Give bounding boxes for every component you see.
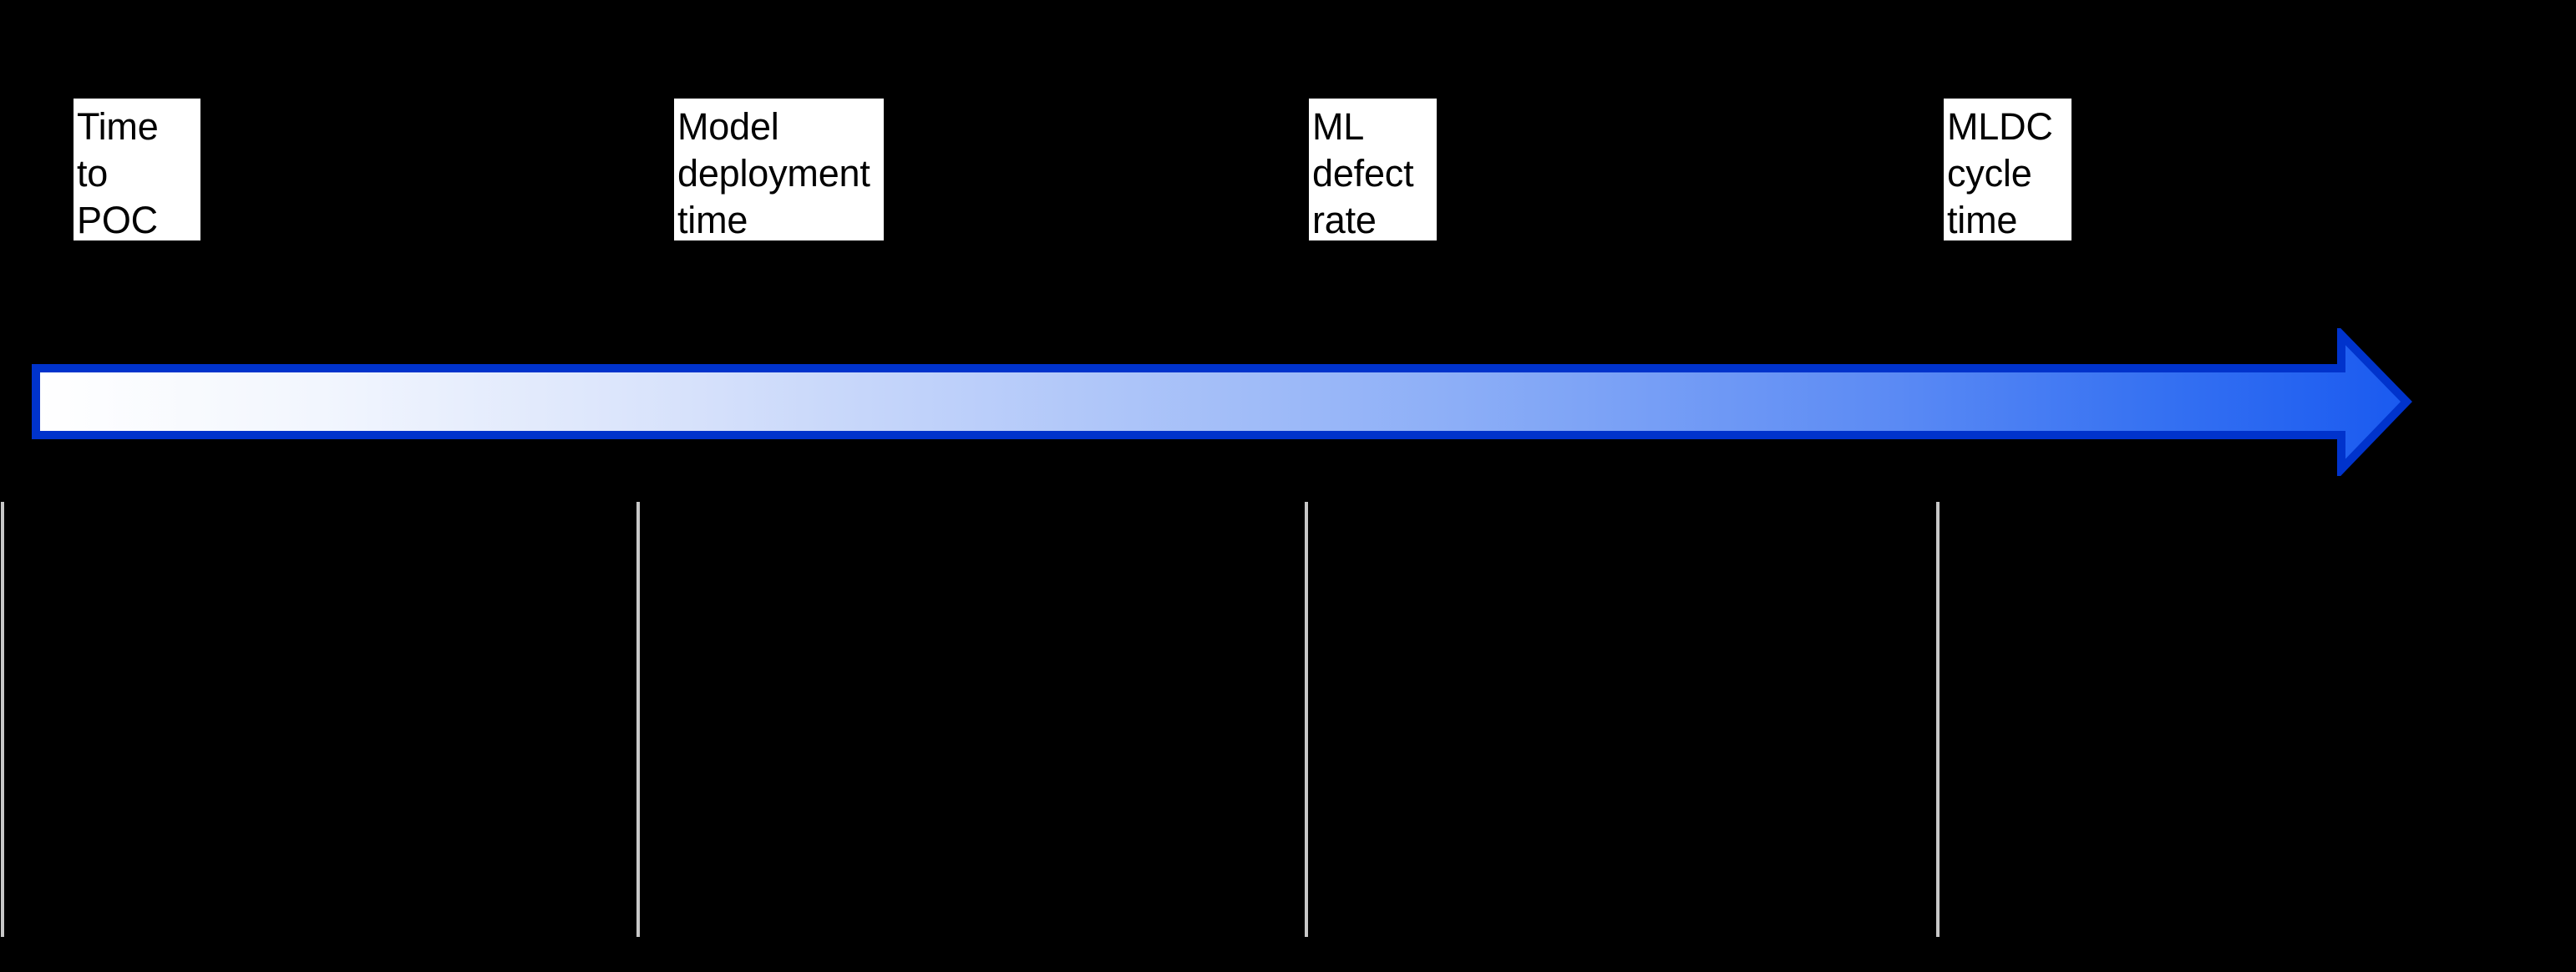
progress-arrow-shape [32, 328, 2412, 476]
arrow-body [32, 328, 2412, 476]
label-box-mldc-cycle-time: MLDC cycle time [1944, 99, 2071, 241]
divider-line-3 [1305, 502, 1308, 937]
divider-line-4 [1936, 502, 1940, 937]
progress-arrow [29, 328, 2413, 476]
label-box-ml-defect-rate: ML defect rate [1309, 99, 1437, 241]
divider-line-1 [1, 502, 4, 937]
label-box-model-deployment-time: Model deployment time [674, 99, 884, 241]
divider-line-2 [636, 502, 640, 937]
label-box-time-to-poc: Time to POC [74, 99, 200, 241]
